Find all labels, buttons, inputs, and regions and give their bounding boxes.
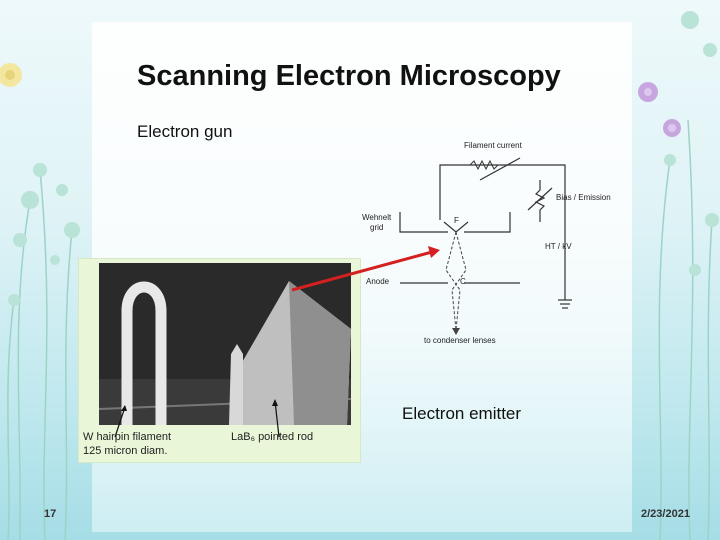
label-bias-emission: Bias / Emission: [556, 193, 611, 202]
slide-title: Scanning Electron Microscopy: [137, 60, 561, 92]
label-condenser-lenses: to condenser lenses: [424, 336, 496, 345]
label-c: C: [460, 277, 466, 286]
caption-hairpin-line2: 125 micron diam.: [83, 445, 168, 457]
slide-date: 2/23/2021: [641, 508, 690, 520]
label-anode: Anode: [366, 277, 390, 286]
electron-emitter-label: Electron emitter: [402, 404, 522, 423]
caption-lab6-rod: LaB₆ pointed rod: [231, 431, 314, 443]
left-flower-decoration: [0, 63, 80, 540]
label-f: F: [454, 216, 459, 225]
electron-gun-diagram: Filament current Bias / Emission Wehnelt…: [360, 140, 630, 350]
slide-subtitle: Electron gun: [137, 122, 233, 141]
label-ht-kv: HT / kV: [545, 242, 572, 251]
label-wehnelt: Wehnelt: [362, 213, 392, 222]
caption-hairpin-line1: W hairpin filament: [83, 431, 172, 443]
label-grid: grid: [370, 223, 384, 232]
filament-photo: W hairpin filament 125 micron diam. LaB₆…: [78, 258, 361, 463]
slide-number: 17: [44, 508, 57, 520]
electron-gun-schematic: [399, 157, 572, 335]
label-filament-current: Filament current: [464, 141, 522, 150]
filament-photo-image: [98, 263, 352, 438]
right-flower-decoration: [638, 11, 719, 540]
